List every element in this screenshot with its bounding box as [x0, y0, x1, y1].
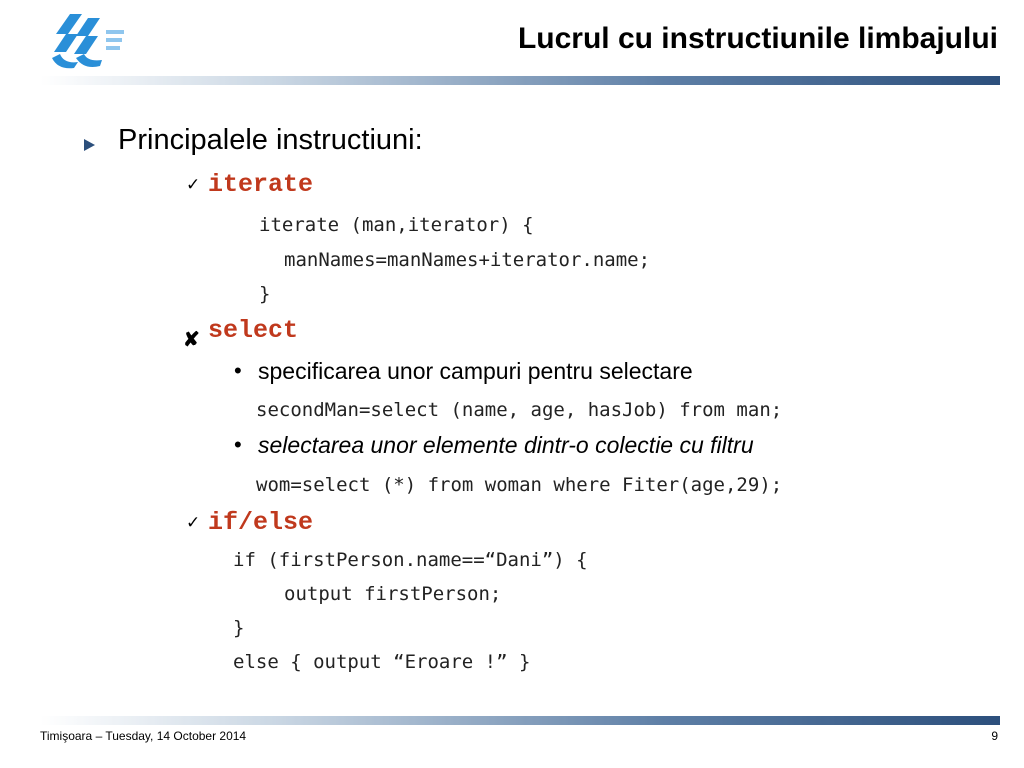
- page-number: 9: [991, 729, 998, 743]
- header-divider: [40, 76, 1000, 85]
- arrow-bullet-icon: [84, 139, 95, 151]
- institution-logo-icon: [52, 14, 124, 69]
- code-line: }: [233, 617, 245, 639]
- code-line: manNames=manNames+iterator.name;: [284, 249, 651, 271]
- footer-location-date: Timişoara – Tuesday, 14 October 2014: [40, 729, 247, 743]
- code-line: output firstPerson;: [284, 583, 502, 605]
- checkmark-icon: ✓: [186, 175, 201, 194]
- bullet-dot-icon: •: [234, 358, 242, 383]
- keyword-iterate: iterate: [208, 170, 314, 199]
- footer-divider: [40, 716, 1000, 725]
- bullet-dot-icon: •: [234, 432, 242, 457]
- code-line: }: [259, 283, 271, 305]
- code-line: if (firstPerson.name==“Dani”) {: [233, 549, 588, 571]
- cross-mark-icon: ✘: [183, 329, 200, 351]
- slide-title: Lucrul cu instructiunile limbajului: [517, 22, 998, 55]
- section-heading: Principalele instructiuni:: [118, 124, 423, 156]
- code-line: wom=select (*) from woman where Fiter(ag…: [256, 474, 783, 496]
- checkmark-icon: ✓: [186, 513, 201, 532]
- keyword-select: select: [208, 316, 299, 345]
- code-line: else { output “Eroare !” }: [233, 651, 531, 673]
- select-bullet-text-italic: selectarea unor elemente dintr-o colecti…: [258, 432, 754, 458]
- keyword-ifelse: if/else: [208, 508, 314, 537]
- select-bullet-text: specificarea unor campuri pentru selecta…: [258, 358, 693, 384]
- code-line: secondMan=select (name, age, hasJob) fro…: [256, 399, 783, 421]
- code-line: iterate (man,iterator) {: [259, 214, 534, 236]
